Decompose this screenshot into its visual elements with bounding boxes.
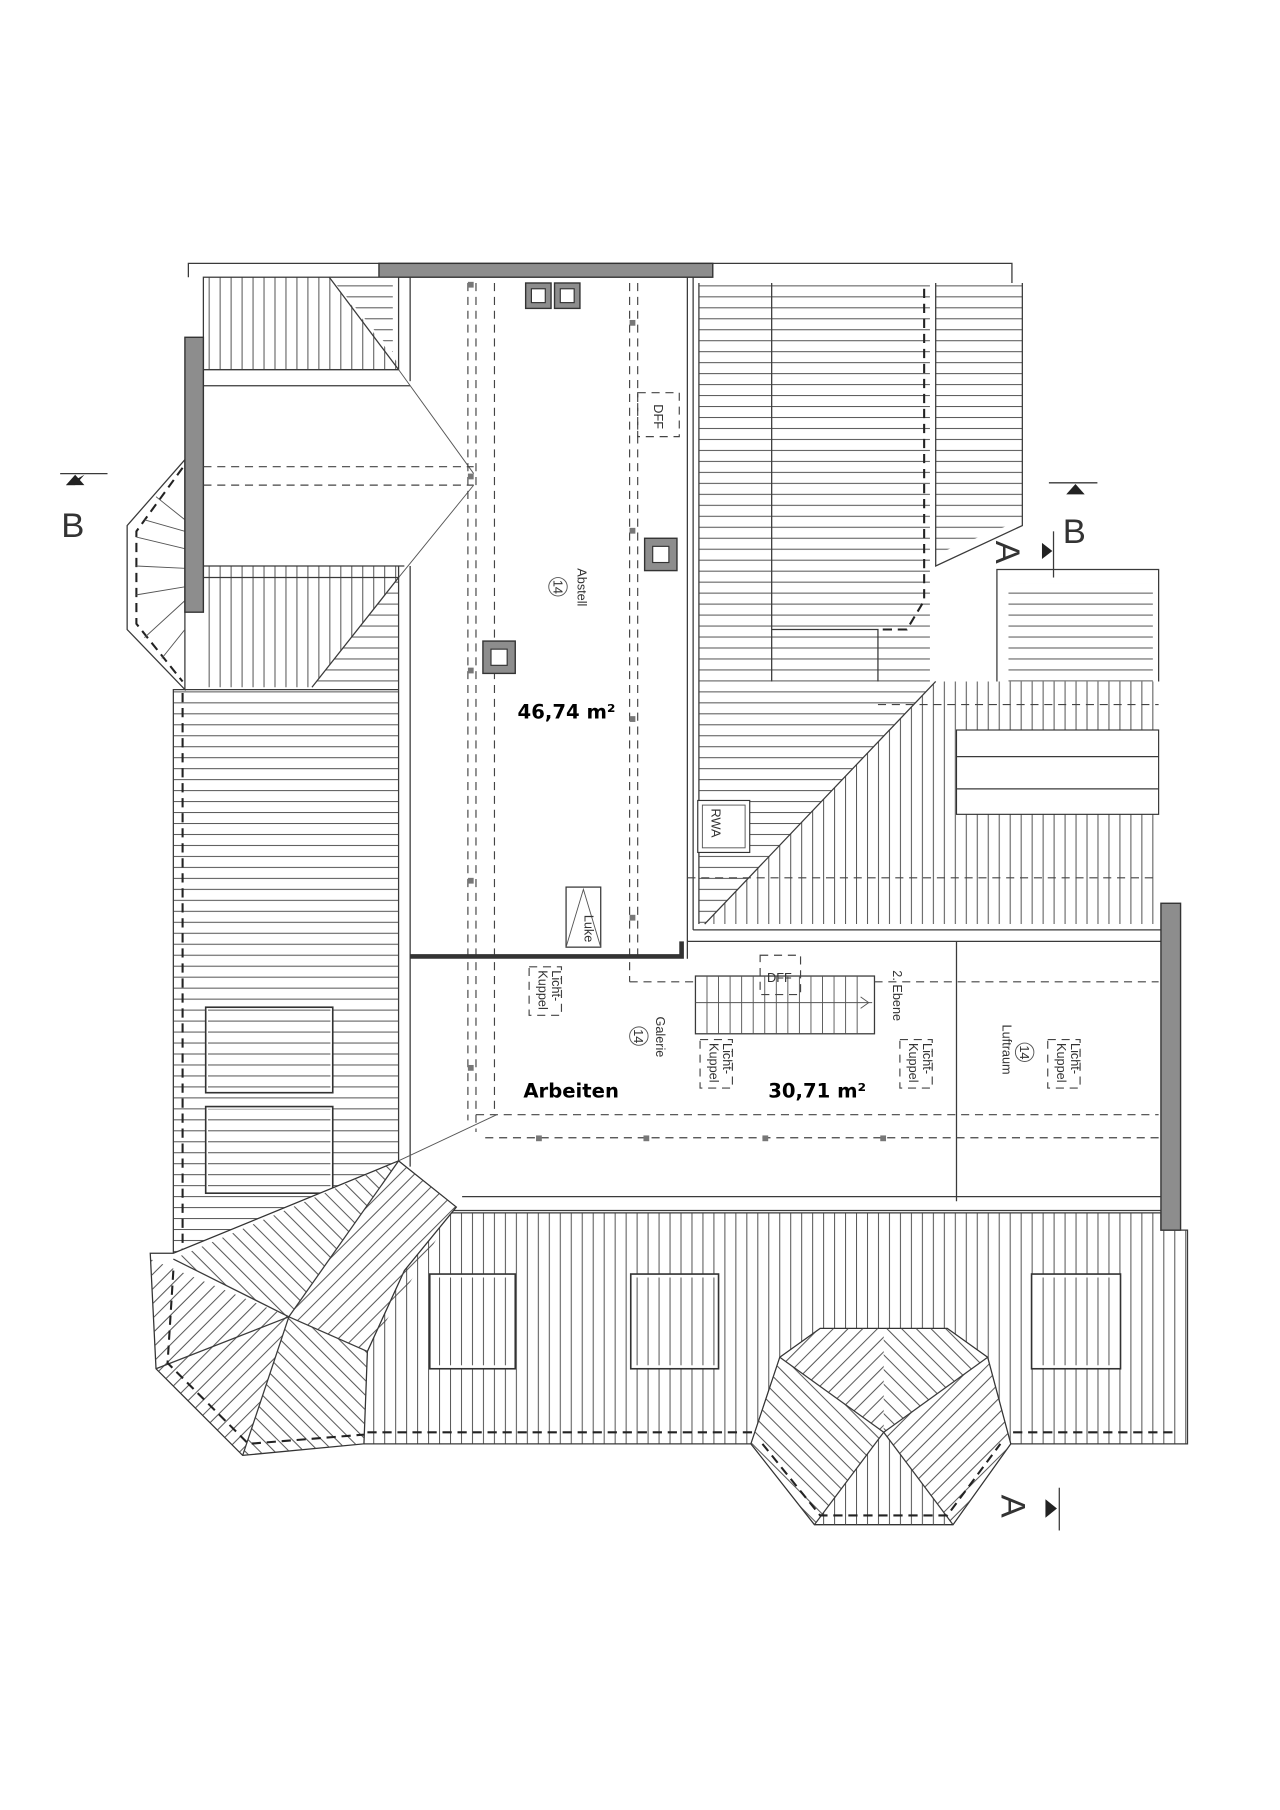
left-wall (184, 336, 205, 613)
dff-window (637, 392, 680, 438)
svg-text:Kuppel: Kuppel (906, 1043, 920, 1083)
bay-bottom-right (750, 1327, 1012, 1526)
roof-right: RWA (687, 282, 1161, 943)
svg-text:Licht-: Licht- (720, 1043, 734, 1074)
galerie-label: Galerie (653, 1016, 667, 1057)
roof-left (172, 565, 411, 1352)
rwa-label: RWA (709, 809, 723, 838)
bay-bottom-left (149, 1114, 497, 1457)
section-marker-b-right: B (1048, 482, 1098, 551)
licht-kuppel-1: Licht- Kuppel (528, 966, 563, 1016)
dff-label: DFF (651, 404, 665, 429)
abstell-number: 14 (550, 580, 564, 594)
roof-top-left (202, 276, 475, 474)
abstell-label: Abstell (575, 568, 589, 606)
licht-kuppel-4: Licht- Kuppel (1047, 1038, 1082, 1089)
hatch-luke (565, 886, 602, 948)
stair-bay-left (126, 336, 475, 692)
outer-outline (187, 262, 1013, 283)
svg-text:Kuppel: Kuppel (706, 1043, 720, 1083)
galerie-number: 14 (631, 1029, 645, 1043)
galerie-area: 30,71 m² (768, 1079, 866, 1102)
ebene-label: 2. Ebene (890, 970, 904, 1021)
svg-text:B: B (61, 507, 84, 545)
right-wall (1160, 902, 1182, 1231)
svg-text:Kuppel: Kuppel (535, 970, 549, 1010)
dff-label-2: DFF (767, 971, 792, 985)
svg-text:Kuppel: Kuppel (1054, 1043, 1068, 1083)
svg-text:A: A (994, 1495, 1032, 1519)
top-wall (378, 262, 714, 278)
svg-text:Licht-: Licht- (1068, 1043, 1082, 1074)
svg-text:B: B (1063, 513, 1086, 551)
luftraum-label: Luftraum (1000, 1025, 1014, 1075)
section-marker-a-upper: A (988, 531, 1055, 578)
room-abstell: DFF 14 Abstell 46,74 m² Luke (409, 277, 694, 1132)
section-marker-a-lower: A (994, 1487, 1060, 1531)
skylight-band (955, 729, 1160, 815)
room-number-circle (548, 577, 568, 597)
rwa-box (697, 799, 751, 854)
licht-kuppel-3: Licht- Kuppel (899, 1038, 934, 1089)
galerie-use: Arbeiten (523, 1079, 619, 1102)
roof-bottom (363, 1212, 1189, 1445)
abstell-area: 46,74 m² (518, 700, 616, 723)
svg-text:Licht-: Licht- (549, 970, 563, 1001)
licht-kuppel-2: Licht- Kuppel (699, 1038, 734, 1089)
section-marker-b-left: B (60, 472, 108, 545)
luke-label: Luke (582, 915, 596, 943)
staircase (694, 975, 876, 1035)
svg-text:A: A (988, 541, 1026, 565)
luftraum-number: 14 (1017, 1045, 1031, 1059)
svg-text:Licht-: Licht- (920, 1043, 934, 1074)
room-galerie: DFF Licht- Kuppel Licht- Kuppel Licht- K… (450, 902, 1182, 1231)
